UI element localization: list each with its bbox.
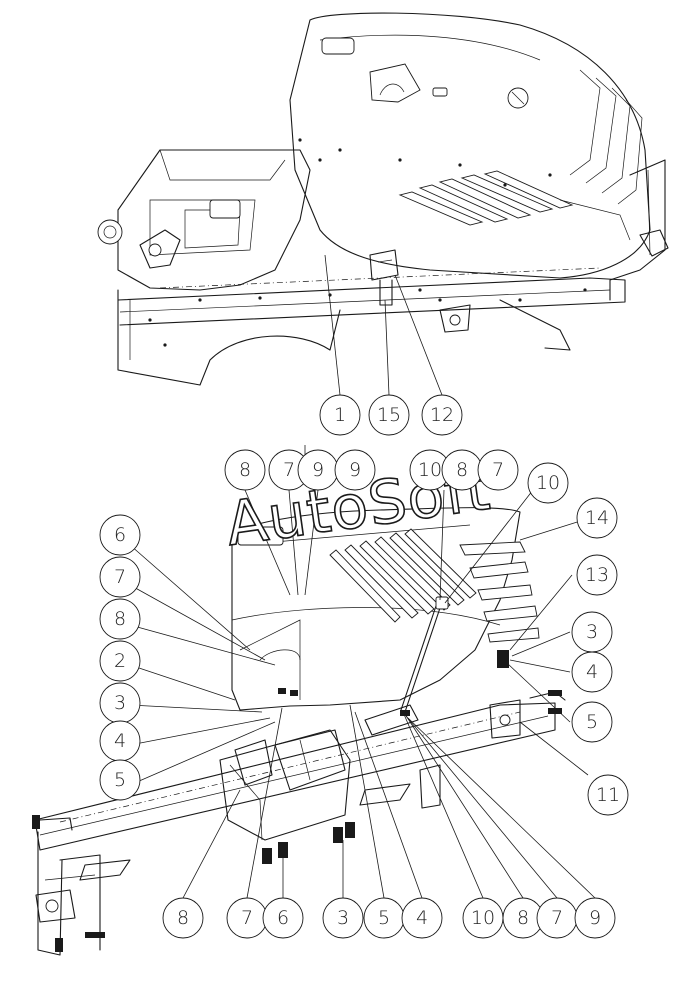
svg-text:7: 7 bbox=[551, 907, 563, 929]
bottom-hood-louvres bbox=[329, 528, 477, 623]
svg-text:3: 3 bbox=[586, 621, 598, 643]
svg-text:5: 5 bbox=[378, 907, 390, 929]
svg-text:7: 7 bbox=[492, 459, 504, 481]
callout-10-bottom: 10 bbox=[462, 897, 504, 939]
svg-text:9: 9 bbox=[349, 459, 361, 481]
svg-text:2: 2 bbox=[114, 650, 126, 672]
callout-13-right: 13 bbox=[576, 554, 618, 596]
svg-text:8: 8 bbox=[517, 907, 529, 929]
svg-text:7: 7 bbox=[114, 566, 126, 588]
svg-text:7: 7 bbox=[241, 907, 253, 929]
callout-7-bottom-b: 7 bbox=[536, 897, 578, 939]
svg-text:4: 4 bbox=[586, 661, 598, 683]
callout-10-upper-b: 10 bbox=[527, 462, 569, 504]
callout-10-upper: 10 bbox=[409, 449, 451, 491]
callout-12: 12 bbox=[421, 394, 463, 436]
callout-15: 15 bbox=[368, 394, 410, 436]
callout-8-upper-b: 8 bbox=[441, 449, 483, 491]
svg-text:10: 10 bbox=[536, 472, 560, 494]
svg-text:10: 10 bbox=[418, 459, 442, 481]
svg-text:8: 8 bbox=[177, 907, 189, 929]
bolt-stacks bbox=[262, 650, 509, 864]
callout-1: 1 bbox=[319, 394, 361, 436]
callout-4-bottom: 4 bbox=[401, 897, 443, 939]
svg-text:9: 9 bbox=[312, 459, 324, 481]
callout-9-upper-b: 9 bbox=[334, 449, 376, 491]
callout-4-right: 4 bbox=[571, 651, 613, 693]
callout-5-left: 5 bbox=[99, 759, 141, 801]
callout-6-bottom: 6 bbox=[262, 897, 304, 939]
callout-4-left: 4 bbox=[99, 720, 141, 762]
callout-7-upper: 7 bbox=[268, 449, 310, 491]
callout-7-upper-b: 7 bbox=[477, 449, 519, 491]
callout-8-left: 8 bbox=[99, 598, 141, 640]
callout-5-bottom: 5 bbox=[363, 897, 405, 939]
hood-ribs bbox=[559, 69, 643, 241]
top-assembly bbox=[97, 12, 669, 386]
svg-text:4: 4 bbox=[416, 907, 428, 929]
svg-text:8: 8 bbox=[456, 459, 468, 481]
callout-6-left: 6 bbox=[99, 514, 141, 556]
callout-11-right: 11 bbox=[587, 774, 629, 816]
callout-9-bottom: 9 bbox=[574, 897, 616, 939]
callout-8-bottom: 8 bbox=[162, 897, 204, 939]
svg-text:15: 15 bbox=[377, 404, 401, 426]
leader-lines bbox=[129, 254, 596, 899]
svg-text:6: 6 bbox=[114, 524, 126, 546]
callout-9-upper: 9 bbox=[297, 449, 339, 491]
svg-text:14: 14 bbox=[585, 507, 609, 529]
hood-louvres bbox=[398, 170, 574, 226]
callout-14: 14 bbox=[576, 497, 618, 539]
fastener-dots bbox=[148, 138, 587, 347]
callout-2-left: 2 bbox=[99, 640, 141, 682]
bottom-assembly bbox=[32, 507, 566, 956]
callout-3-left: 3 bbox=[99, 682, 141, 724]
svg-text:7: 7 bbox=[283, 459, 295, 481]
bottom-hood-ribs bbox=[459, 541, 540, 643]
callout-8-upper: 8 bbox=[224, 449, 266, 491]
svg-text:4: 4 bbox=[114, 730, 126, 752]
callout-7-bottom: 7 bbox=[226, 897, 268, 939]
svg-text:9: 9 bbox=[589, 907, 601, 929]
callout-3-bottom: 3 bbox=[322, 897, 364, 939]
svg-text:13: 13 bbox=[585, 564, 609, 586]
svg-text:8: 8 bbox=[114, 608, 126, 630]
svg-text:5: 5 bbox=[586, 711, 598, 733]
callout-5-right: 5 bbox=[571, 701, 613, 743]
callout-7-left: 7 bbox=[99, 556, 141, 598]
callout-3-right: 3 bbox=[571, 611, 613, 653]
svg-text:10: 10 bbox=[471, 907, 495, 929]
svg-text:6: 6 bbox=[277, 907, 289, 929]
svg-text:8: 8 bbox=[239, 459, 251, 481]
svg-text:1: 1 bbox=[334, 404, 346, 426]
svg-text:12: 12 bbox=[430, 404, 454, 426]
svg-text:5: 5 bbox=[114, 769, 126, 791]
svg-text:3: 3 bbox=[337, 907, 349, 929]
svg-text:3: 3 bbox=[114, 692, 126, 714]
svg-text:11: 11 bbox=[596, 784, 620, 806]
